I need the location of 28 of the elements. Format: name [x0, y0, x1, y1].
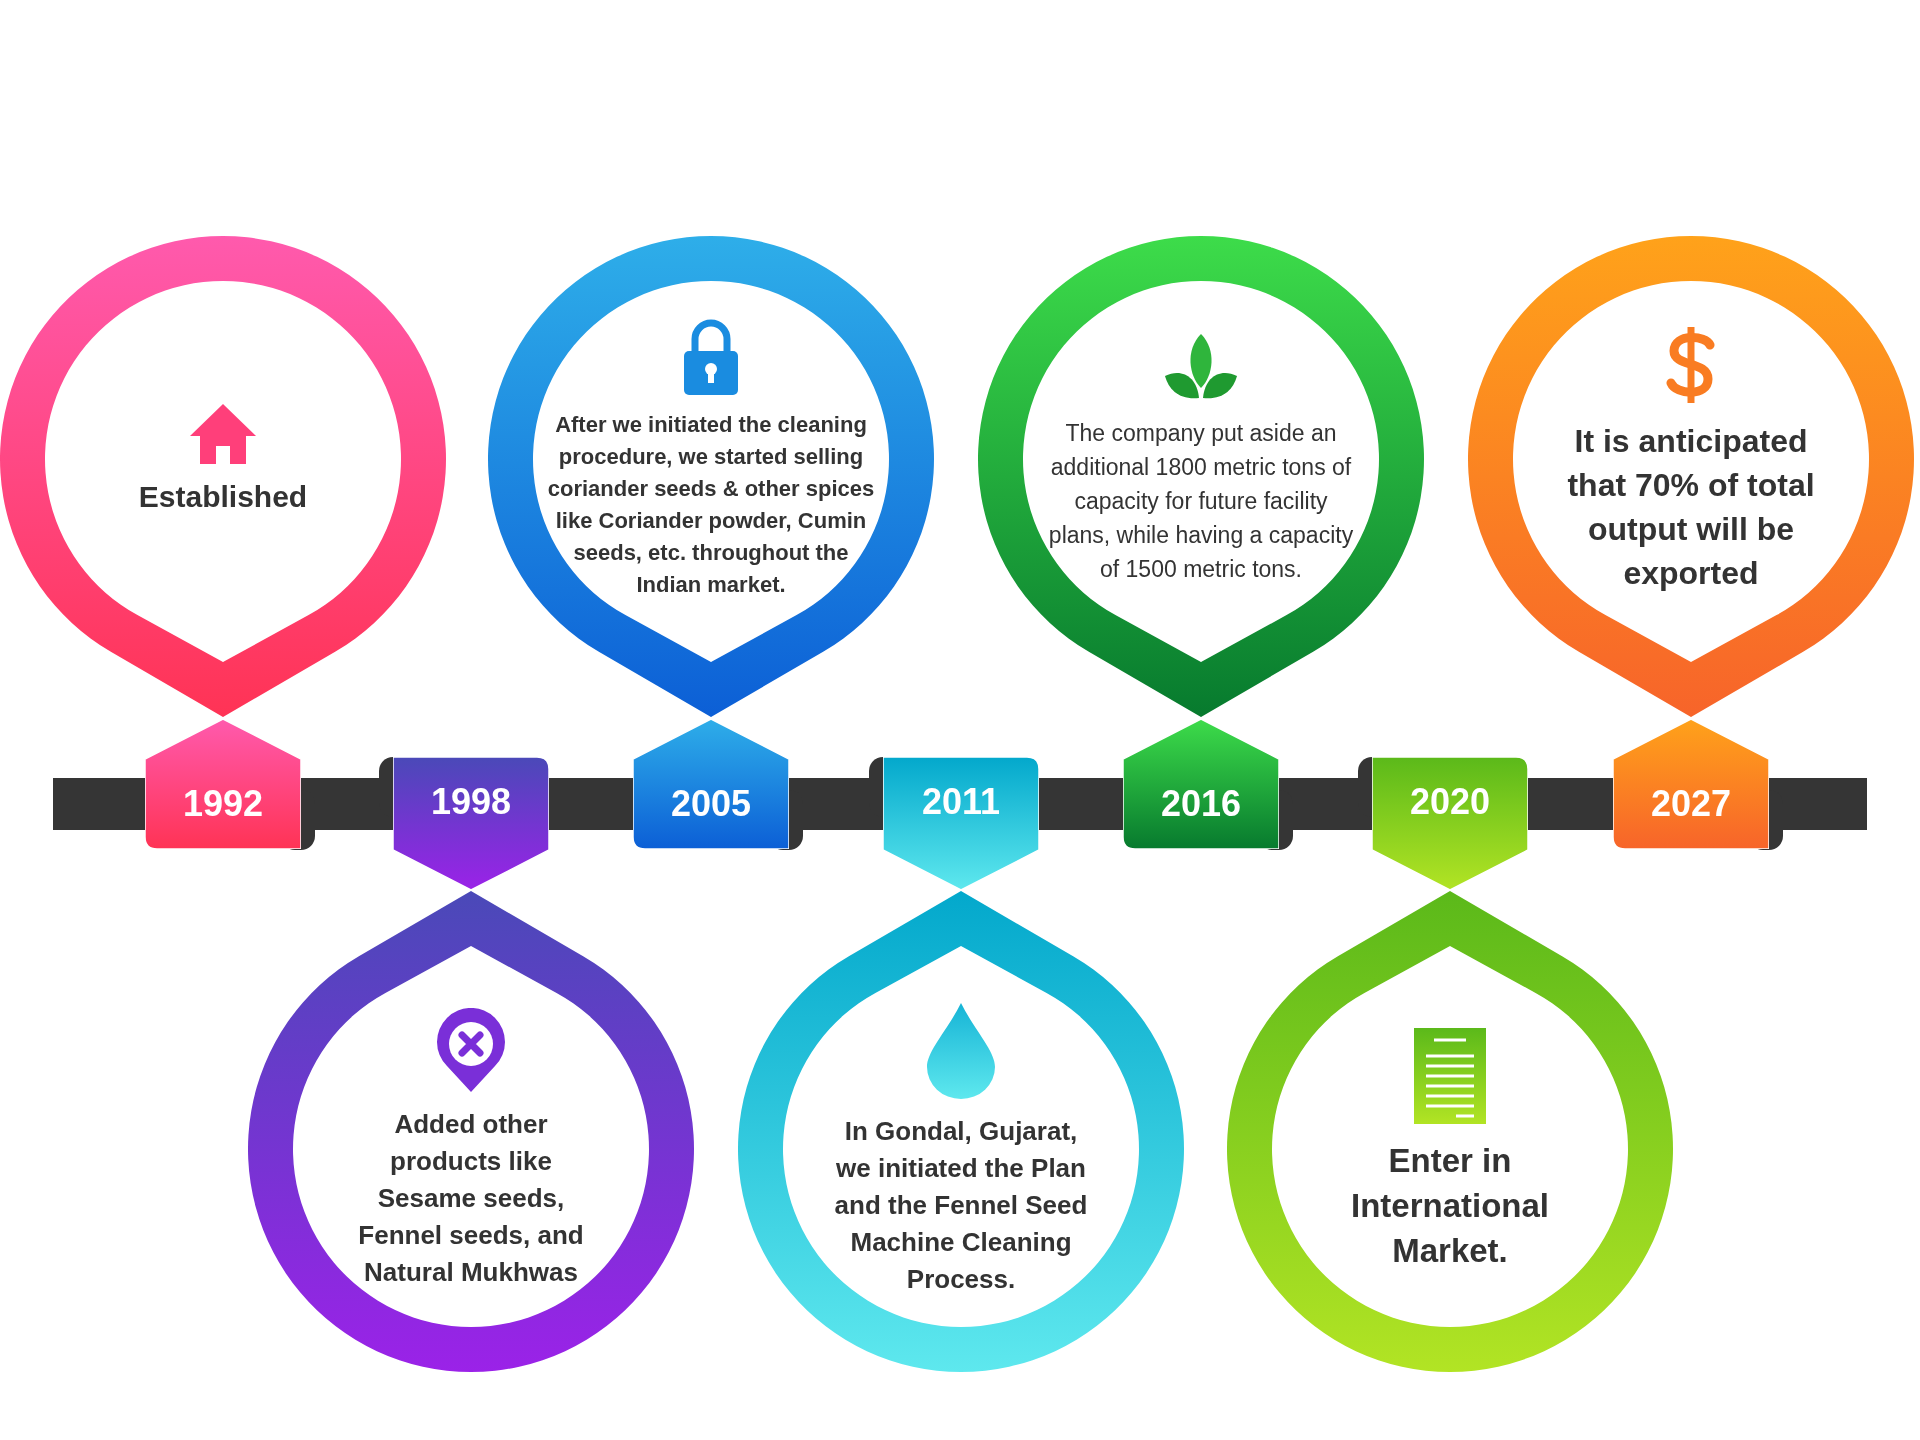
- year-label: 1998: [430, 780, 512, 824]
- year-tab: [1123, 719, 1279, 849]
- year-tab: [393, 757, 549, 890]
- year-label: 2016: [1160, 782, 1242, 826]
- year-tab: [1372, 757, 1528, 890]
- year-tab: [1613, 719, 1769, 849]
- milestone-text: Enter in International Market.: [1350, 1140, 1550, 1271]
- teardrop-pin: [0, 236, 446, 717]
- milestone-text: It is anticipated that 70% of total output will be exported: [1566, 422, 1816, 593]
- teardrop-pin: [738, 891, 1184, 1372]
- year-label: 1992: [182, 782, 264, 826]
- year-label: 2011: [921, 780, 1001, 824]
- year-label: 2020: [1409, 780, 1491, 824]
- year-label: 2005: [670, 782, 752, 826]
- year-tab: [883, 757, 1039, 890]
- milestone-text: In Gondal, Gujarat, we initiated the Plan and the Fennel Seed Machine Cleaning Process.: [833, 1114, 1089, 1296]
- year-tab: [145, 719, 301, 849]
- milestone-text: Established: [137, 479, 309, 515]
- teardrop-pin: [1468, 236, 1914, 717]
- teardrop-pin: [978, 236, 1424, 717]
- teardrop-pin: [488, 236, 934, 717]
- teardrop-pin: [1227, 891, 1673, 1372]
- milestone-text: The company put aside an additional 1800 metric tons of capacity for future facility plans, while having a capacity of 1500 metric tons.: [1047, 419, 1355, 584]
- milestone-text: Added other products like Sesame seeds, Fennel seeds, and Natural Mukhwas: [357, 1107, 585, 1289]
- year-tab: [633, 719, 789, 849]
- milestone-text: After we initiated the cleaning procedure, we started selling coriander seeds & other spices like Coriander powder, Cumin seeds, etc. throughout the Indian market.: [546, 411, 876, 599]
- year-label: 2027: [1650, 782, 1732, 826]
- teardrop-pin: [248, 891, 694, 1372]
